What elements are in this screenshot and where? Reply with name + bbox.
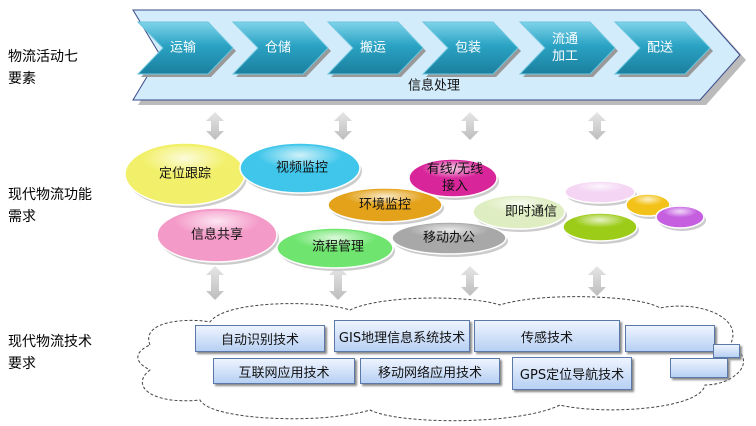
tech-mobile-network: 移动网络应用技术 [360,358,500,384]
row-label-line: 需求 [8,209,36,225]
double-arrow-icon [461,112,479,140]
row-label-line: 要求 [8,356,36,372]
step-transport: 运输 [170,40,196,57]
tech-internet: 互联网应用技术 [213,358,355,384]
function-access: 有线/无线接入 [427,161,483,195]
step-storage: 仓储 [265,40,291,57]
bubble-gloss [479,196,559,219]
step-handling: 搬运 [360,40,386,57]
double-arrow-icon [206,112,224,140]
bubble-gloss [134,146,236,187]
tech-gis: GIS地理信息系统技术 [334,320,470,352]
step-label: 流通 [551,32,579,47]
function-mobile-office: 移动办公 [423,230,475,247]
function-messaging: 即时通信 [505,204,557,221]
process-step-chevron [613,21,711,75]
function-label: 接入 [441,179,469,194]
step-packaging: 包装 [455,40,481,57]
bubble-gloss [570,182,630,197]
double-arrow-icon [461,266,479,296]
function-label: 即时通信 [504,204,558,220]
bubble-gloss [336,189,434,212]
double-arrow-icon [329,266,347,300]
step-processing: 流通加工 [552,31,578,65]
function-label: 流程管理 [311,239,365,255]
row-label-line: 要素 [8,71,36,87]
step-label: 搬运 [359,40,387,56]
row-label-line: 现代物流技术 [8,334,92,350]
process-step-chevron [231,21,329,75]
step-label: 仓储 [264,40,292,56]
step-label: 包装 [454,40,482,56]
function-environment: 环境监控 [359,197,411,214]
bubble-gloss [166,210,268,246]
row-label-functions: 现代物流功能 需求 [8,184,92,228]
bubble-gloss [285,230,385,256]
process-step-chevron [136,21,234,75]
tech-blank-box [625,325,715,352]
step-delivery: 配送 [647,40,673,57]
bubble-gloss [400,223,498,245]
function-label: 环境监控 [358,197,412,213]
row-label-activities: 物流活动七 要素 [8,46,78,90]
tech-blank-box [670,358,728,378]
tech-auto-id: 自动识别技术 [195,325,325,352]
row-label-line: 物流活动七 [8,49,78,65]
tech-blank-box-small [713,344,740,358]
process-step-chevron [326,21,424,75]
function-video: 视频监控 [276,160,328,177]
function-label: 视频监控 [275,160,329,176]
step-label: 加工 [551,49,579,64]
tech-gps: GPS定位导航技术 [512,357,632,390]
process-step-chevron [421,21,519,75]
info-processing-label: 信息处理 [407,78,461,94]
row-label-technology: 现代物流技术 要求 [8,331,92,375]
function-label: 定位跟踪 [158,166,212,182]
bubble-gloss [249,145,351,178]
process-step-chevron [518,21,616,75]
bubble-gloss [568,214,632,233]
step-label: 运输 [169,40,197,56]
bubble-gloss [659,207,701,222]
step-label: 配送 [646,40,674,56]
function-label: 有线/无线 [426,162,484,177]
bubble-gloss [629,195,667,210]
bubble-gloss [415,160,491,186]
double-arrow-icon [334,112,352,140]
function-positioning: 定位跟踪 [159,166,211,183]
double-arrow-icon [588,266,606,296]
function-workflow: 流程管理 [312,239,364,256]
row-label-line: 现代物流功能 [8,187,92,203]
tech-sensor: 传感技术 [474,320,620,352]
function-label: 信息共享 [190,227,244,243]
double-arrow-icon [206,266,224,300]
function-label: 移动办公 [422,230,476,246]
double-arrow-icon [588,112,606,140]
function-info-sharing: 信息共享 [191,227,243,244]
